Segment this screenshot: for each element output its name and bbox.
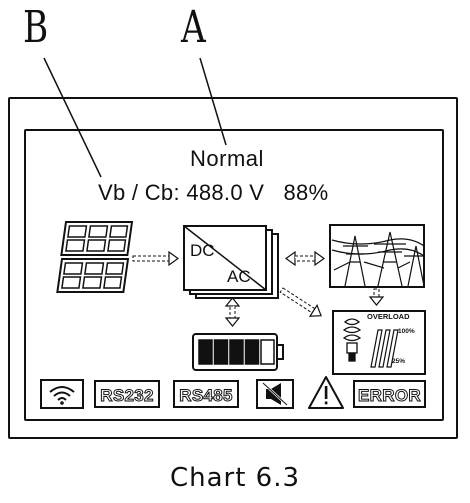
battery-cell-empty xyxy=(260,339,275,365)
percent-value: 88% xyxy=(283,180,329,205)
error-badge: ERROR xyxy=(353,380,426,408)
solar-to-inverter-arrow xyxy=(132,250,180,267)
grid-to-load-arrow xyxy=(368,288,385,306)
overload-label: OVERLOAD xyxy=(367,312,410,321)
solar-panel-icon xyxy=(56,221,134,293)
load-panel xyxy=(332,310,426,375)
dc-label: DC xyxy=(190,241,215,260)
ac-label: AC xyxy=(227,267,251,286)
wifi-icon xyxy=(40,379,84,409)
load-level-bars xyxy=(370,329,399,368)
bulb-icon xyxy=(342,318,362,362)
callout-b-label: B xyxy=(23,2,49,53)
battery-icon xyxy=(192,333,284,371)
inverter-icon xyxy=(183,225,279,299)
inverter-to-load-arrow xyxy=(279,287,322,317)
figure-caption: Chart 6.3 xyxy=(169,463,301,493)
battery-cell-filled xyxy=(229,339,244,365)
warning-triangle-icon xyxy=(308,376,344,409)
rs485-badge: RS485 xyxy=(173,380,239,408)
inverter-grid-arrow xyxy=(284,250,326,267)
vb-cb-readout: Vb / Cb: 488.0 V 88% xyxy=(98,180,328,206)
lcd-outer-frame xyxy=(8,97,458,439)
battery-cell-filled xyxy=(198,339,213,365)
load-high-label: 100% xyxy=(398,328,415,335)
speaker-mute-icon xyxy=(256,379,294,409)
inverter-battery-arrow xyxy=(224,297,241,327)
lcd-inner-frame xyxy=(24,129,444,421)
callout-a-label: A xyxy=(181,2,206,53)
battery-cell-filled xyxy=(213,339,229,365)
status-text: Normal xyxy=(190,146,264,171)
rs232-label: RS232 xyxy=(100,386,154,406)
load-low-label: 25% xyxy=(392,358,406,365)
vb-cb-label: Vb / Cb: xyxy=(98,180,180,205)
callout-b-leader xyxy=(43,57,102,178)
battery-cell-filled xyxy=(244,339,260,365)
voltage-value: 488.0 V xyxy=(186,180,265,205)
rs232-badge: RS232 xyxy=(94,380,160,408)
power-grid-icon xyxy=(329,224,425,288)
rs485-label: RS485 xyxy=(179,386,233,406)
error-label: ERROR xyxy=(358,386,422,406)
